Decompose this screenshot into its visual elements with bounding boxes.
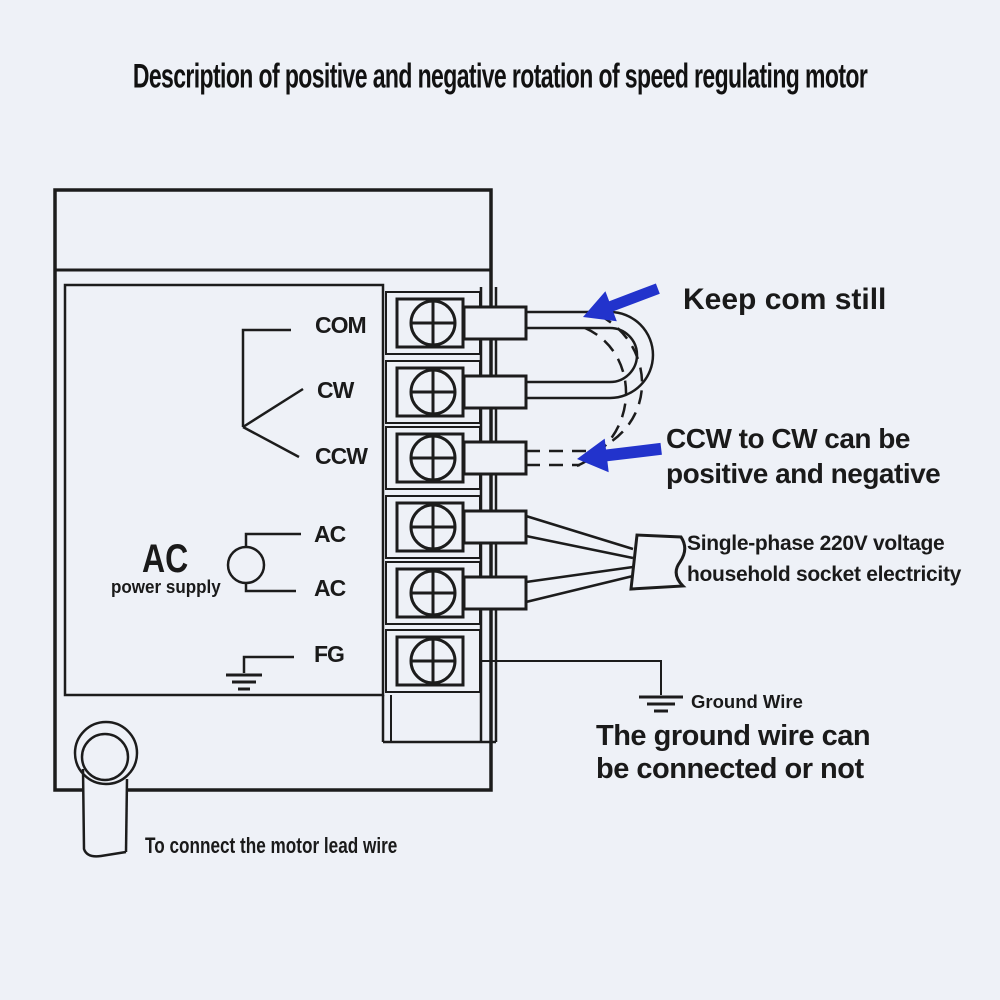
jumper-wire-outer (526, 310, 655, 400)
terminal-strip (383, 287, 528, 744)
terminal-fg (385, 629, 481, 693)
power-label: AC (142, 537, 189, 581)
ac-source-lead-bottom (244, 583, 296, 593)
switch-com-lead (241, 328, 291, 427)
ac-wire-2b (525, 574, 634, 604)
terminal-label-ac2: AC (314, 575, 346, 601)
grommet-inner (80, 732, 130, 782)
grommet-outer (73, 720, 139, 786)
fg-ground-symbol (226, 655, 294, 691)
switch-ccw-contact (242, 425, 300, 459)
annotation-supply-line1: Single-phase 220V voltage (687, 532, 945, 555)
switch-symbol (241, 328, 304, 459)
callout-arrows (577, 283, 662, 473)
controller-outer-case (53, 188, 493, 792)
ac-wire-1a (525, 514, 634, 551)
annotation-motor-lead: To connect the motor lead wire (145, 833, 398, 858)
page-title: Description of positive and negative rot… (132, 56, 868, 95)
cable-end (629, 533, 687, 591)
ac-source-symbol (226, 532, 301, 593)
ac-wire-2a (525, 565, 634, 584)
spade-connector-cw (462, 374, 528, 410)
annotation-reverse-line1: CCW to CW can be (666, 423, 911, 454)
annotation-keep-com: Keep com still (683, 283, 887, 316)
ac-source-lead-top (244, 532, 301, 547)
controller-box (53, 188, 493, 792)
annotation-supply-line2: household socket electricity (687, 563, 962, 586)
spade-connector-ac2 (462, 575, 528, 611)
terminal-label-com: COM (315, 312, 367, 338)
jumper-wire-inner (526, 326, 639, 384)
lead-tube-left (81, 768, 127, 858)
terminal-label-ccw: CCW (315, 443, 368, 469)
spade-connector-ccw (462, 440, 528, 476)
ac-source-circle (226, 545, 266, 585)
terminal-label-fg: FG (314, 641, 345, 667)
spade-connector-ac1 (462, 509, 528, 545)
lead-tube-fill (83, 769, 127, 857)
ac-wire-1b (525, 534, 634, 560)
spade-connector-com (462, 305, 528, 341)
ac-supply-wires (525, 514, 687, 604)
arrow-keep-com (583, 283, 660, 322)
ground-wire-line (480, 660, 662, 695)
lead-tube-right (124, 778, 129, 853)
fg-lead (242, 655, 294, 673)
annotation-ground-note-line1: The ground wire can (596, 720, 871, 752)
controller-inner-panel (63, 283, 385, 697)
motor-lead-outlet (73, 720, 139, 858)
annotation-ground-wire: Ground Wire (691, 691, 803, 712)
annotation-ground-note-line2: be connected or not (596, 753, 864, 785)
jumper-loop (526, 310, 655, 468)
power-sublabel: power supply (111, 576, 221, 597)
arrow-ccw-cw (577, 438, 662, 473)
terminal-label-cw: CW (317, 377, 354, 403)
terminal-clamp (395, 635, 465, 687)
fg-ground-wire (480, 660, 683, 713)
annotation-reverse-line2: positive and negative (666, 458, 941, 489)
switch-cw-contact (242, 387, 304, 429)
terminal-label-ac1: AC (314, 521, 346, 547)
